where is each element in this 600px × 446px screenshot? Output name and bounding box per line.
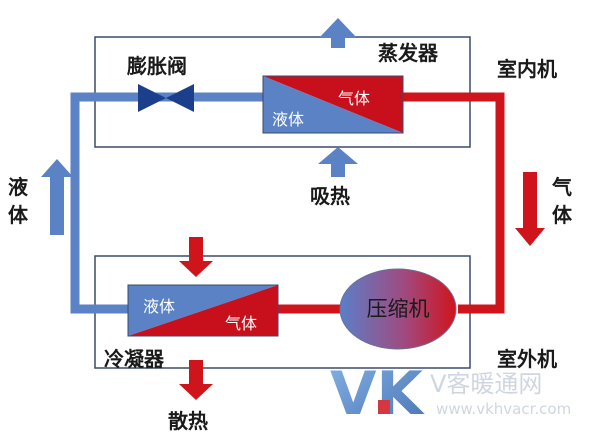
liquid-side-label-1: 液 (8, 175, 29, 199)
compressor-unit (339, 268, 457, 350)
gas-side-label-2: 体 (552, 203, 573, 227)
watermark-logo: VK V客暖通网 www.vkhvacr.com (330, 359, 571, 429)
condenser-liquid-label: 液体 (143, 297, 175, 316)
arrow-up-liquid-icon (41, 159, 73, 235)
expansion-valve-label: 膨胀阀 (126, 54, 187, 78)
condenser-label: 冷凝器 (104, 347, 165, 371)
liquid-pipe (70, 92, 263, 314)
gas-side-label-1: 气 (551, 175, 572, 199)
arrow-up-evaporator-icon (319, 18, 357, 48)
indoor-unit-label: 室内机 (497, 57, 557, 81)
evaporator-liquid-label: 液体 (272, 110, 304, 129)
arrow-up-absorb-icon (318, 147, 358, 177)
watermark-url: www.vkhvacr.com (436, 400, 571, 418)
outdoor-unit-label: 室外机 (497, 347, 557, 371)
condenser-gas-label: 气体 (225, 314, 257, 333)
liquid-side-label-2: 体 (8, 203, 29, 227)
gas-pipe-outer (403, 92, 505, 314)
arrow-down-gas-icon (515, 172, 545, 246)
dissipate-heat-label: 散热 (168, 409, 208, 433)
watermark-brand: V客暖通网 (430, 370, 542, 398)
arrow-down-condenser-icon (179, 237, 213, 277)
watermark-vk: VK (330, 359, 425, 429)
absorb-heat-label: 吸热 (310, 184, 350, 208)
evaporator-unit (262, 75, 404, 134)
evaporator-label: 蒸发器 (378, 41, 439, 65)
condenser-unit (127, 284, 279, 337)
watermark-red-accent (378, 400, 390, 414)
arrow-down-dissipate-icon (179, 360, 213, 400)
evaporator-gas-label: 气体 (338, 89, 370, 108)
compressor-label: 压缩机 (367, 297, 430, 321)
expansion-valve-icon (138, 84, 194, 112)
indoor-unit-box (94, 36, 471, 148)
